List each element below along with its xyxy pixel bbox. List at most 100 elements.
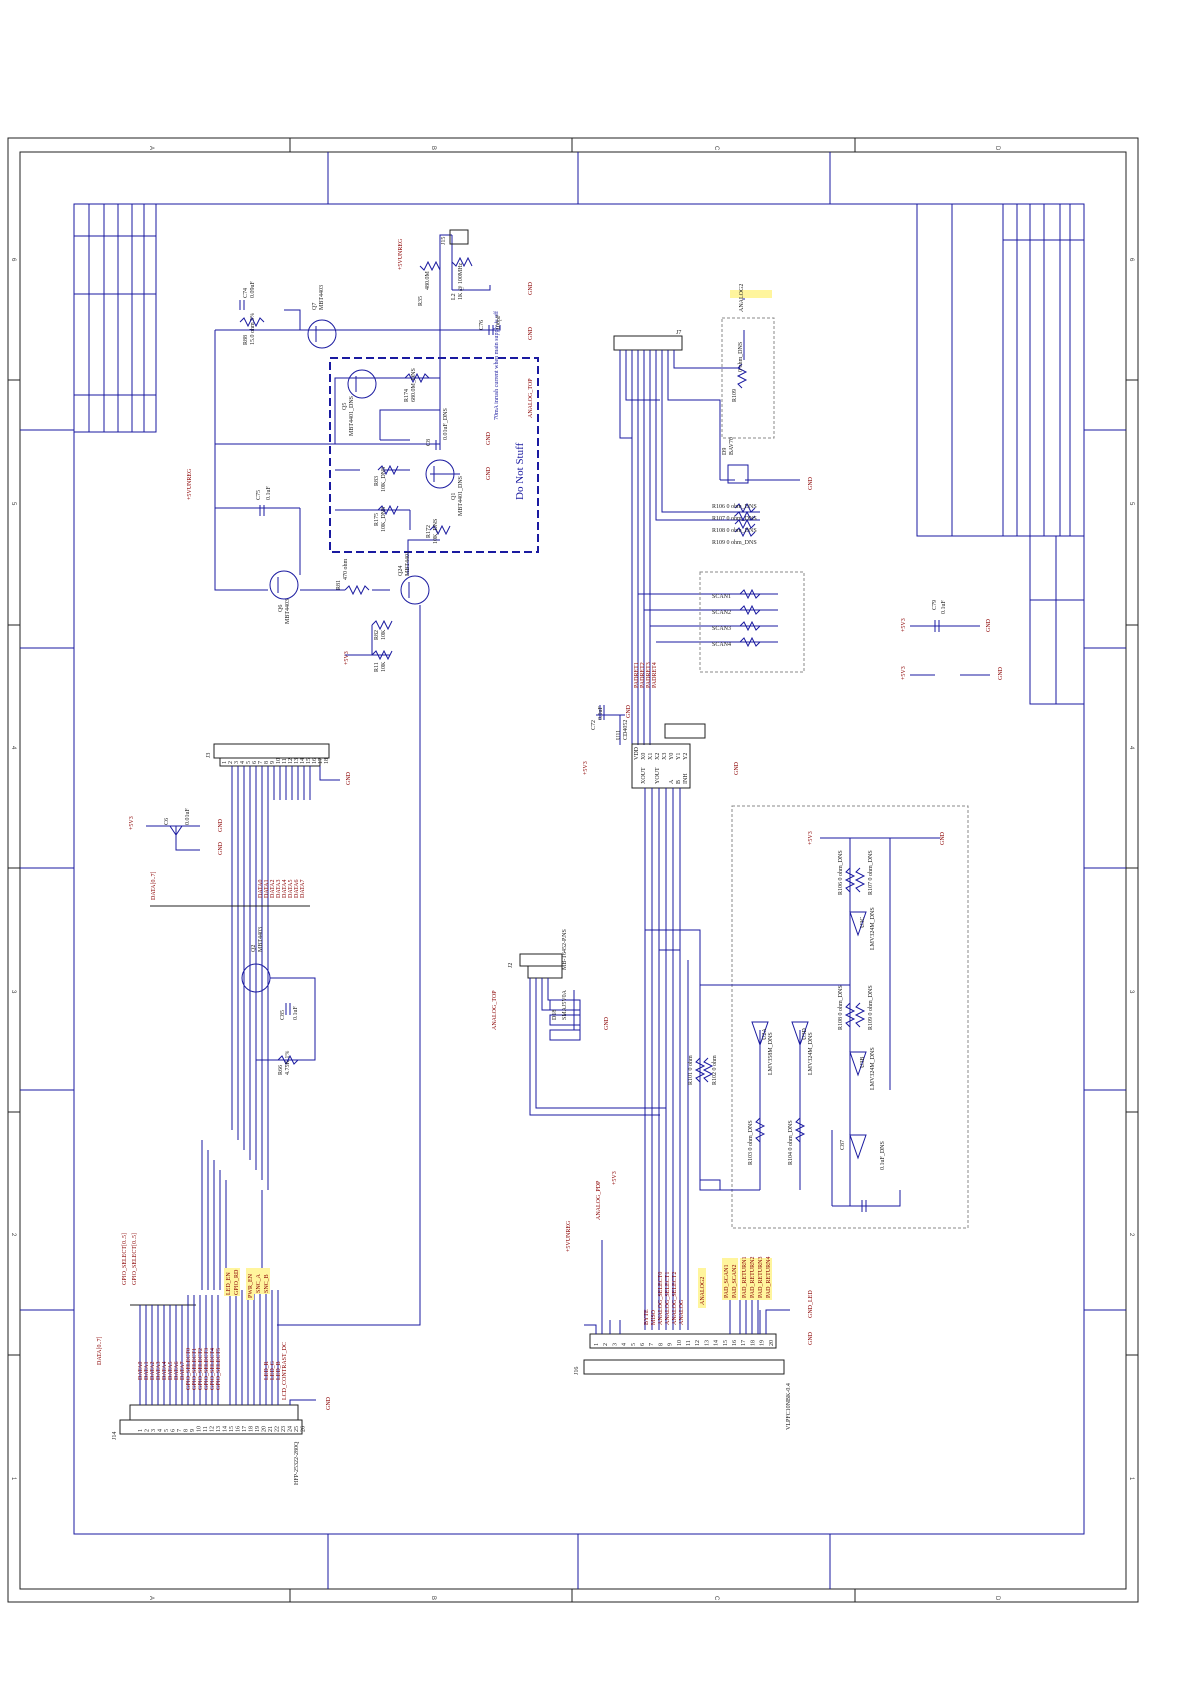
mux-pin-vdd: VDD — [634, 746, 640, 760]
ref-j14: J14 — [112, 1432, 118, 1440]
gnd-j16: GND — [808, 1331, 814, 1345]
connector-j2 — [519, 953, 563, 967]
j14-pin-16: 16 — [236, 1426, 242, 1432]
hl-led-en: LED_EN — [226, 1272, 232, 1295]
j16-pin-4: 4 — [622, 1343, 628, 1346]
mux-pin-y2: Y2 — [683, 753, 689, 760]
val-r66: 4.75K 1% — [285, 1051, 291, 1075]
j14-pin-17: 17 — [242, 1426, 248, 1432]
j3-pin-5: 5 — [246, 761, 252, 764]
do-not-stuff-title: Do Not Stuff — [514, 442, 526, 500]
j3-pin-6: 6 — [252, 761, 258, 764]
ref-c85: C85 — [280, 1010, 286, 1020]
part-j2: MB-T6452-P.NS — [562, 929, 568, 970]
ref-q5: Q5 — [342, 403, 348, 410]
ref-r174: R174 — [404, 389, 410, 402]
gnd-d9: GND — [808, 476, 814, 490]
j14-pin-21: 21 — [268, 1426, 274, 1432]
ic-u11 — [631, 743, 691, 789]
net-5v3-op: +5V3 — [808, 831, 814, 845]
j16-sig-2: ANALOG_SELECT0 — [658, 1272, 664, 1325]
mux-pin-x1: X1 — [648, 753, 654, 760]
gnd-4: GND — [486, 466, 492, 480]
j14-sig-13: GPIO_SELECT5 — [216, 1348, 222, 1390]
pad-return1: PAD_RETURN1 — [742, 1257, 748, 1298]
net-data-bus: DATA[0..7] — [151, 871, 157, 900]
ref-u2b: U2A — [762, 1028, 768, 1040]
gnd-j3: GND — [346, 771, 352, 785]
diode-d9 — [727, 464, 749, 484]
j14-sig-17: LCD_CONTRAST_DC — [282, 1342, 288, 1400]
ref-r88: R88 — [243, 335, 249, 345]
mux-r-label-1: SCAN1 — [712, 594, 731, 600]
ref-j3: J3 — [206, 753, 212, 758]
mux-in-1: PADRET1 — [634, 662, 640, 688]
ref-u3b: C87 — [840, 1140, 846, 1150]
val-d18: 0.01uF — [185, 808, 191, 826]
ref-j7: J7 — [676, 330, 681, 336]
revision-block — [73, 203, 157, 433]
ref-d18: C6 — [164, 818, 170, 825]
mux-pin-y0: Y0 — [669, 753, 675, 760]
j16-pin-8: 8 — [658, 1343, 664, 1346]
op-res-label-6: R104 0 ohm_DNS — [788, 1120, 794, 1165]
power-switch-circuit: Do Not Stuff 70mA inrush current when ma… — [187, 229, 539, 1326]
net-analog-top-2: ANALOG_TOP — [492, 990, 498, 1030]
j3-pin-2: 2 — [228, 761, 234, 764]
j3-pin-11: 11 — [282, 758, 288, 764]
j14-sig-5: DATA5 — [168, 1361, 174, 1380]
op-res-label-4: R109 0 ohm_DNS — [868, 985, 874, 1030]
op-res-label-5: R103 0 ohm_DNS — [748, 1120, 754, 1165]
mux-r-label-2: SCAN2 — [712, 610, 731, 616]
j14-sig-16: LED_B — [276, 1361, 282, 1380]
zone-col-d: D — [994, 146, 1000, 151]
ref-l2: L2 — [451, 293, 457, 300]
ref-r83: R83 — [374, 476, 380, 486]
zone-row-1-right: 1 — [1128, 1477, 1134, 1481]
j14-sig-9: GPIO_SELECT1 — [192, 1348, 198, 1390]
net-5v3-j16: +5V3 — [612, 1171, 618, 1185]
zone-col-a-bottom: A — [148, 1596, 154, 1600]
zone-row-6-right: 6 — [1128, 258, 1134, 262]
j16-sig-3: ANALOG_SELECT1 — [665, 1272, 671, 1325]
val-q1: MBT4401_DNS — [458, 476, 464, 516]
j16-pin-14: 14 — [714, 1340, 720, 1346]
ref-d9: D9 — [722, 448, 728, 455]
ref-q24: Q24 — [398, 566, 404, 576]
gnd-d18: GND — [218, 818, 224, 832]
net-5vunreg-j16: +5VUNREG — [566, 1220, 572, 1252]
mux-in-3: PADRET3 — [646, 662, 652, 688]
j14-pin-26: 26 — [301, 1426, 307, 1432]
gnd-d18b: GND — [218, 841, 224, 855]
pad-return3: PAD_RETURN3 — [758, 1257, 764, 1298]
j3-pin-9: 9 — [270, 761, 276, 764]
j14-sig-7: DATA7 — [180, 1361, 186, 1380]
j14-pin-18: 18 — [249, 1426, 255, 1432]
mux-pin-x0: X0 — [641, 753, 647, 760]
net-analog-top-1: ANALOG_TOP — [528, 378, 534, 418]
val-c85: 0.1uF — [293, 1006, 299, 1021]
gnd-j14: GND — [326, 1396, 332, 1410]
j3-pin-15: 15 — [306, 758, 312, 764]
op-res-label-3: R108 0 ohm_DNS — [838, 985, 844, 1030]
j3-data-7: DATA7 — [300, 879, 306, 898]
j16-sig-5: ANALOG — [679, 1299, 685, 1325]
net-analog2: ANALOG2 — [739, 284, 745, 312]
j14-pin-22: 22 — [275, 1426, 281, 1432]
j16-pin-20: 20 — [769, 1340, 775, 1346]
j14-signal-labels: DATA0 DATA1 DATA2 DATA3 DATA4 DATA5 DATA… — [138, 1342, 288, 1400]
val-u3d: LMV324M_DNS — [870, 907, 876, 950]
zone-ticks — [8, 138, 1138, 1602]
j3-pin-7: 7 — [258, 761, 264, 764]
j16-sig-4: ANALOG_SELECT2 — [672, 1272, 678, 1325]
j3-data-1: DATA1 — [264, 879, 270, 898]
mux-pin-b: B — [676, 780, 682, 784]
zone-col-c: C — [713, 146, 719, 151]
mux-res-label-2: R107 0 ohm_DNS — [712, 516, 757, 522]
j14-sig-8: GPIO_SELECT0 — [186, 1348, 192, 1390]
gnd-j2: GND — [604, 1016, 610, 1030]
ref-c6: D18 — [552, 1010, 558, 1020]
j16-pin-3: 3 — [612, 1343, 618, 1346]
mux-r-label-4: SCAN4 — [712, 642, 731, 648]
